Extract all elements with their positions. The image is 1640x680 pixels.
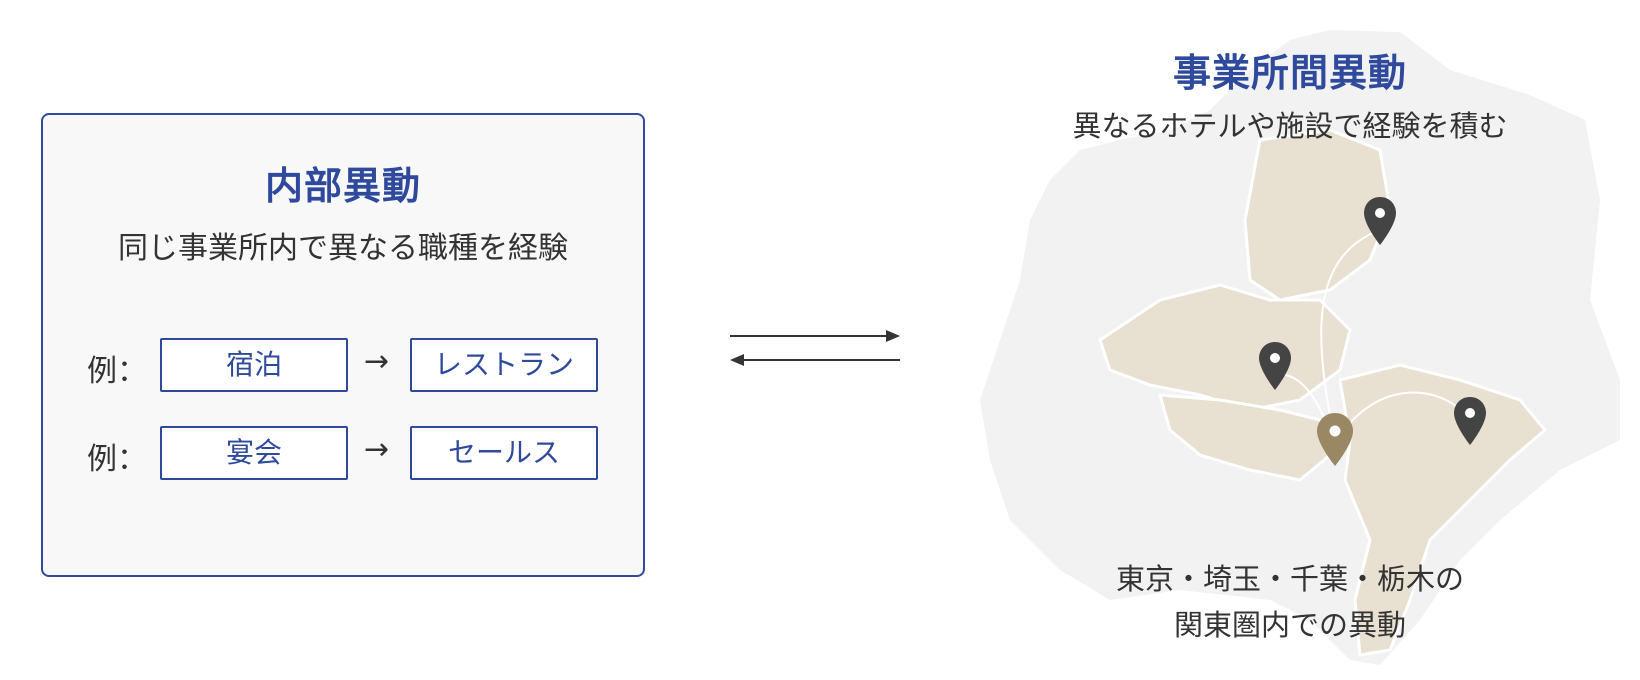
map-pin-icon [1454, 397, 1486, 445]
region-note-line1: 東京・埼玉・千葉・栃木の [1115, 562, 1464, 596]
region-chiba [1338, 363, 1548, 657]
map-pin-hub-icon [1317, 413, 1353, 466]
from-role-box: 宿泊 [160, 338, 348, 392]
to-role-box: セールス [410, 426, 598, 480]
from-role-box: 宴会 [160, 426, 348, 480]
internal-transfer-title: 内部異動 [264, 164, 421, 208]
example-row: 例： 宿泊 → レストラン [43, 338, 647, 394]
example-row: 例： 宴会 → セールス [43, 426, 647, 482]
example-label: 例： [87, 354, 147, 389]
route-line [1320, 229, 1381, 446]
internal-transfer-subtitle: 同じ事業所内で異なる職種を経験 [118, 231, 568, 266]
region-saitama [1098, 283, 1352, 412]
region-note: 東京・埼玉・千葉・栃木の 関東圏内での異動 [1040, 556, 1540, 648]
to-role-box: レストラン [410, 338, 598, 392]
site-transfer-title: 事業所間異動 [1172, 51, 1407, 95]
region-tokyo [1157, 393, 1332, 482]
map-pin-icon [1364, 197, 1396, 245]
internal-transfer-card: 内部異動 同じ事業所内で異なる職種を経験 例： 宿泊 → レストラン 例： 宴会… [41, 113, 645, 577]
site-transfer-subtitle: 異なるホテルや施設で経験を積む [1072, 109, 1508, 143]
example-label: 例： [87, 442, 147, 477]
right-arrow-icon: → [364, 432, 390, 467]
region-tochigi [1243, 128, 1392, 302]
bidirectional-arrows-icon [730, 330, 900, 366]
map-pin-icon [1259, 342, 1291, 390]
right-arrow-icon: → [364, 344, 390, 379]
region-note-line2: 関東圏内での異動 [1173, 608, 1406, 642]
